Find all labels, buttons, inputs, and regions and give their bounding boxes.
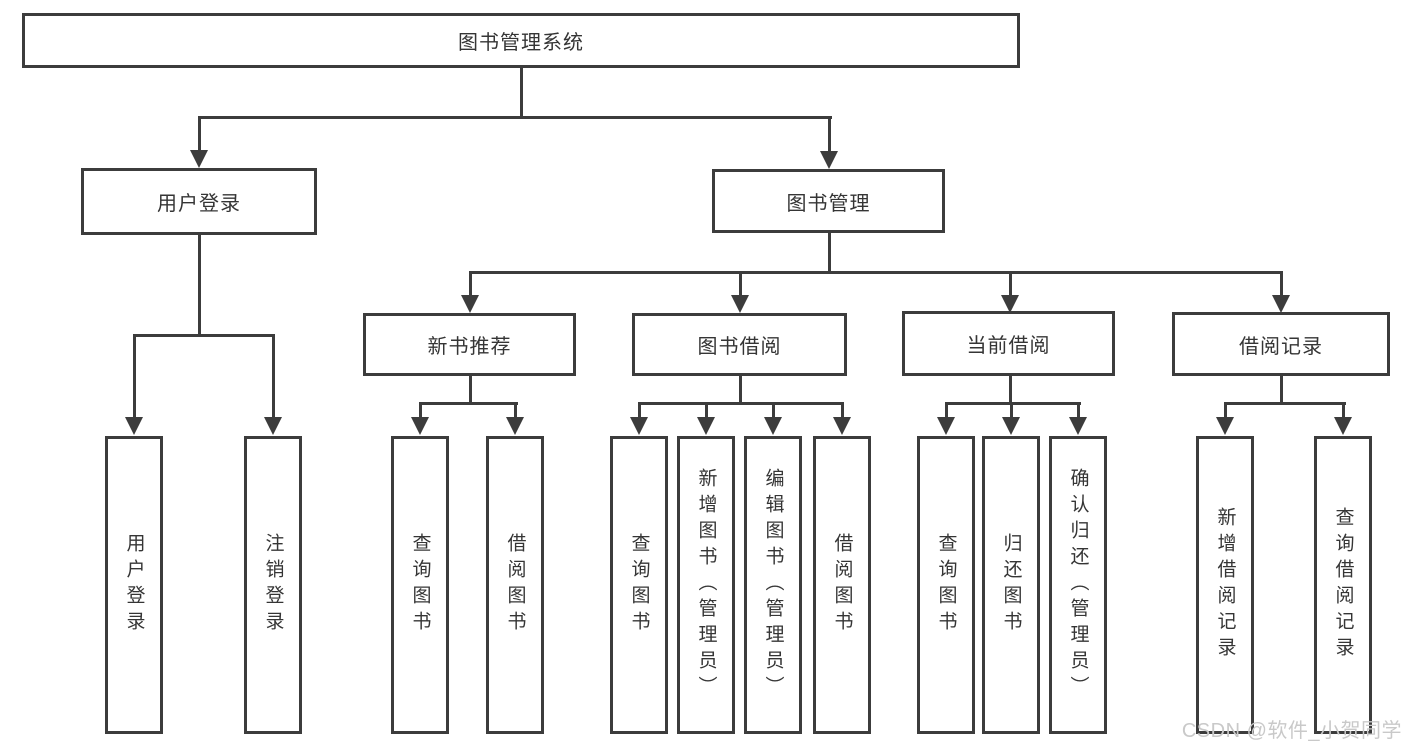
arrow-down-icon: [763, 403, 783, 435]
node-label: 图书管理系统: [458, 32, 584, 54]
leaf-logout: 注销登录: [244, 436, 302, 734]
arrow-down-icon: [1271, 272, 1291, 313]
arrow-down-icon: [124, 335, 144, 435]
arrow-down-icon: [1001, 403, 1021, 435]
arrow-down-icon: [1000, 272, 1020, 313]
connector-line: [827, 233, 831, 273]
connector-line: [197, 235, 201, 336]
arrow-down-icon: [819, 117, 839, 169]
arrow-down-icon: [460, 272, 480, 313]
node-current-borrowing: 当前借阅: [902, 311, 1115, 376]
leaf-label: 新增借阅记录: [1214, 507, 1236, 663]
connector-line: [418, 402, 518, 405]
node-book-borrowing: 图书借阅: [632, 313, 847, 376]
connector-line: [468, 271, 1283, 274]
leaf-borrow-books: 借阅图书: [813, 436, 871, 734]
connector-line: [1223, 402, 1346, 405]
leaf-label: 确认归还（管理员）: [1067, 468, 1089, 702]
arrow-down-icon: [1333, 403, 1353, 435]
connector-line: [637, 402, 844, 405]
arrow-down-icon: [696, 403, 716, 435]
arrow-down-icon: [505, 403, 525, 435]
connector-line: [738, 376, 742, 404]
arrow-down-icon: [730, 272, 750, 313]
leaf-add-borrow-record: 新增借阅记录: [1196, 436, 1254, 734]
leaf-label: 查询图书: [628, 533, 650, 637]
arrow-down-icon: [936, 403, 956, 435]
leaf-label: 注销登录: [262, 533, 284, 637]
arrow-down-icon: [629, 403, 649, 435]
node-book-management: 图书管理: [712, 169, 945, 233]
leaf-label: 借阅图书: [831, 533, 853, 637]
connector-line: [468, 376, 472, 404]
connector-line: [132, 334, 275, 337]
node-label: 当前借阅: [966, 335, 1051, 357]
leaf-label: 用户登录: [123, 533, 145, 637]
leaf-label: 新增图书（管理员）: [695, 468, 717, 702]
connector-line: [1279, 376, 1283, 404]
node-label: 新书推荐: [427, 336, 512, 358]
leaf-label: 查询图书: [935, 533, 957, 637]
leaf-confirm-return-admin: 确认归还（管理员）: [1049, 436, 1107, 734]
node-library-management-system: 图书管理系统: [22, 13, 1020, 68]
leaf-add-books-admin: 新增图书（管理员）: [677, 436, 735, 734]
arrow-down-icon: [1068, 403, 1088, 435]
leaf-label: 查询图书: [409, 533, 431, 637]
arrow-down-icon: [1215, 403, 1235, 435]
node-borrowing-records: 借阅记录: [1172, 312, 1390, 376]
connector-line: [1008, 376, 1012, 404]
connector-line: [197, 116, 832, 119]
node-label: 用户登录: [157, 193, 241, 215]
arrow-down-icon: [189, 117, 209, 168]
arrow-down-icon: [832, 403, 852, 435]
leaf-label: 查询借阅记录: [1332, 507, 1354, 663]
leaf-query-borrow-record: 查询借阅记录: [1314, 436, 1372, 734]
leaf-query-books-recommend: 查询图书: [391, 436, 449, 734]
leaf-query-books-borrowing: 查询图书: [610, 436, 668, 734]
leaf-user-login: 用户登录: [105, 436, 163, 734]
leaf-label: 编辑图书（管理员）: [762, 468, 784, 702]
connector-line: [519, 67, 523, 118]
arrow-down-icon: [410, 403, 430, 435]
leaf-query-books-current: 查询图书: [917, 436, 975, 734]
leaf-label: 借阅图书: [504, 533, 526, 637]
arrow-down-icon: [263, 335, 283, 435]
connector-line: [944, 402, 1081, 405]
node-user-login: 用户登录: [81, 168, 317, 235]
leaf-label: 归还图书: [1000, 533, 1022, 637]
leaf-borrow-books-recommend: 借阅图书: [486, 436, 544, 734]
node-new-book-recommendation: 新书推荐: [363, 313, 576, 376]
leaf-edit-books-admin: 编辑图书（管理员）: [744, 436, 802, 734]
node-label: 图书管理: [786, 192, 871, 215]
node-label: 图书借阅: [697, 336, 782, 358]
leaf-return-books: 归还图书: [982, 436, 1040, 734]
node-label: 借阅记录: [1239, 335, 1323, 358]
